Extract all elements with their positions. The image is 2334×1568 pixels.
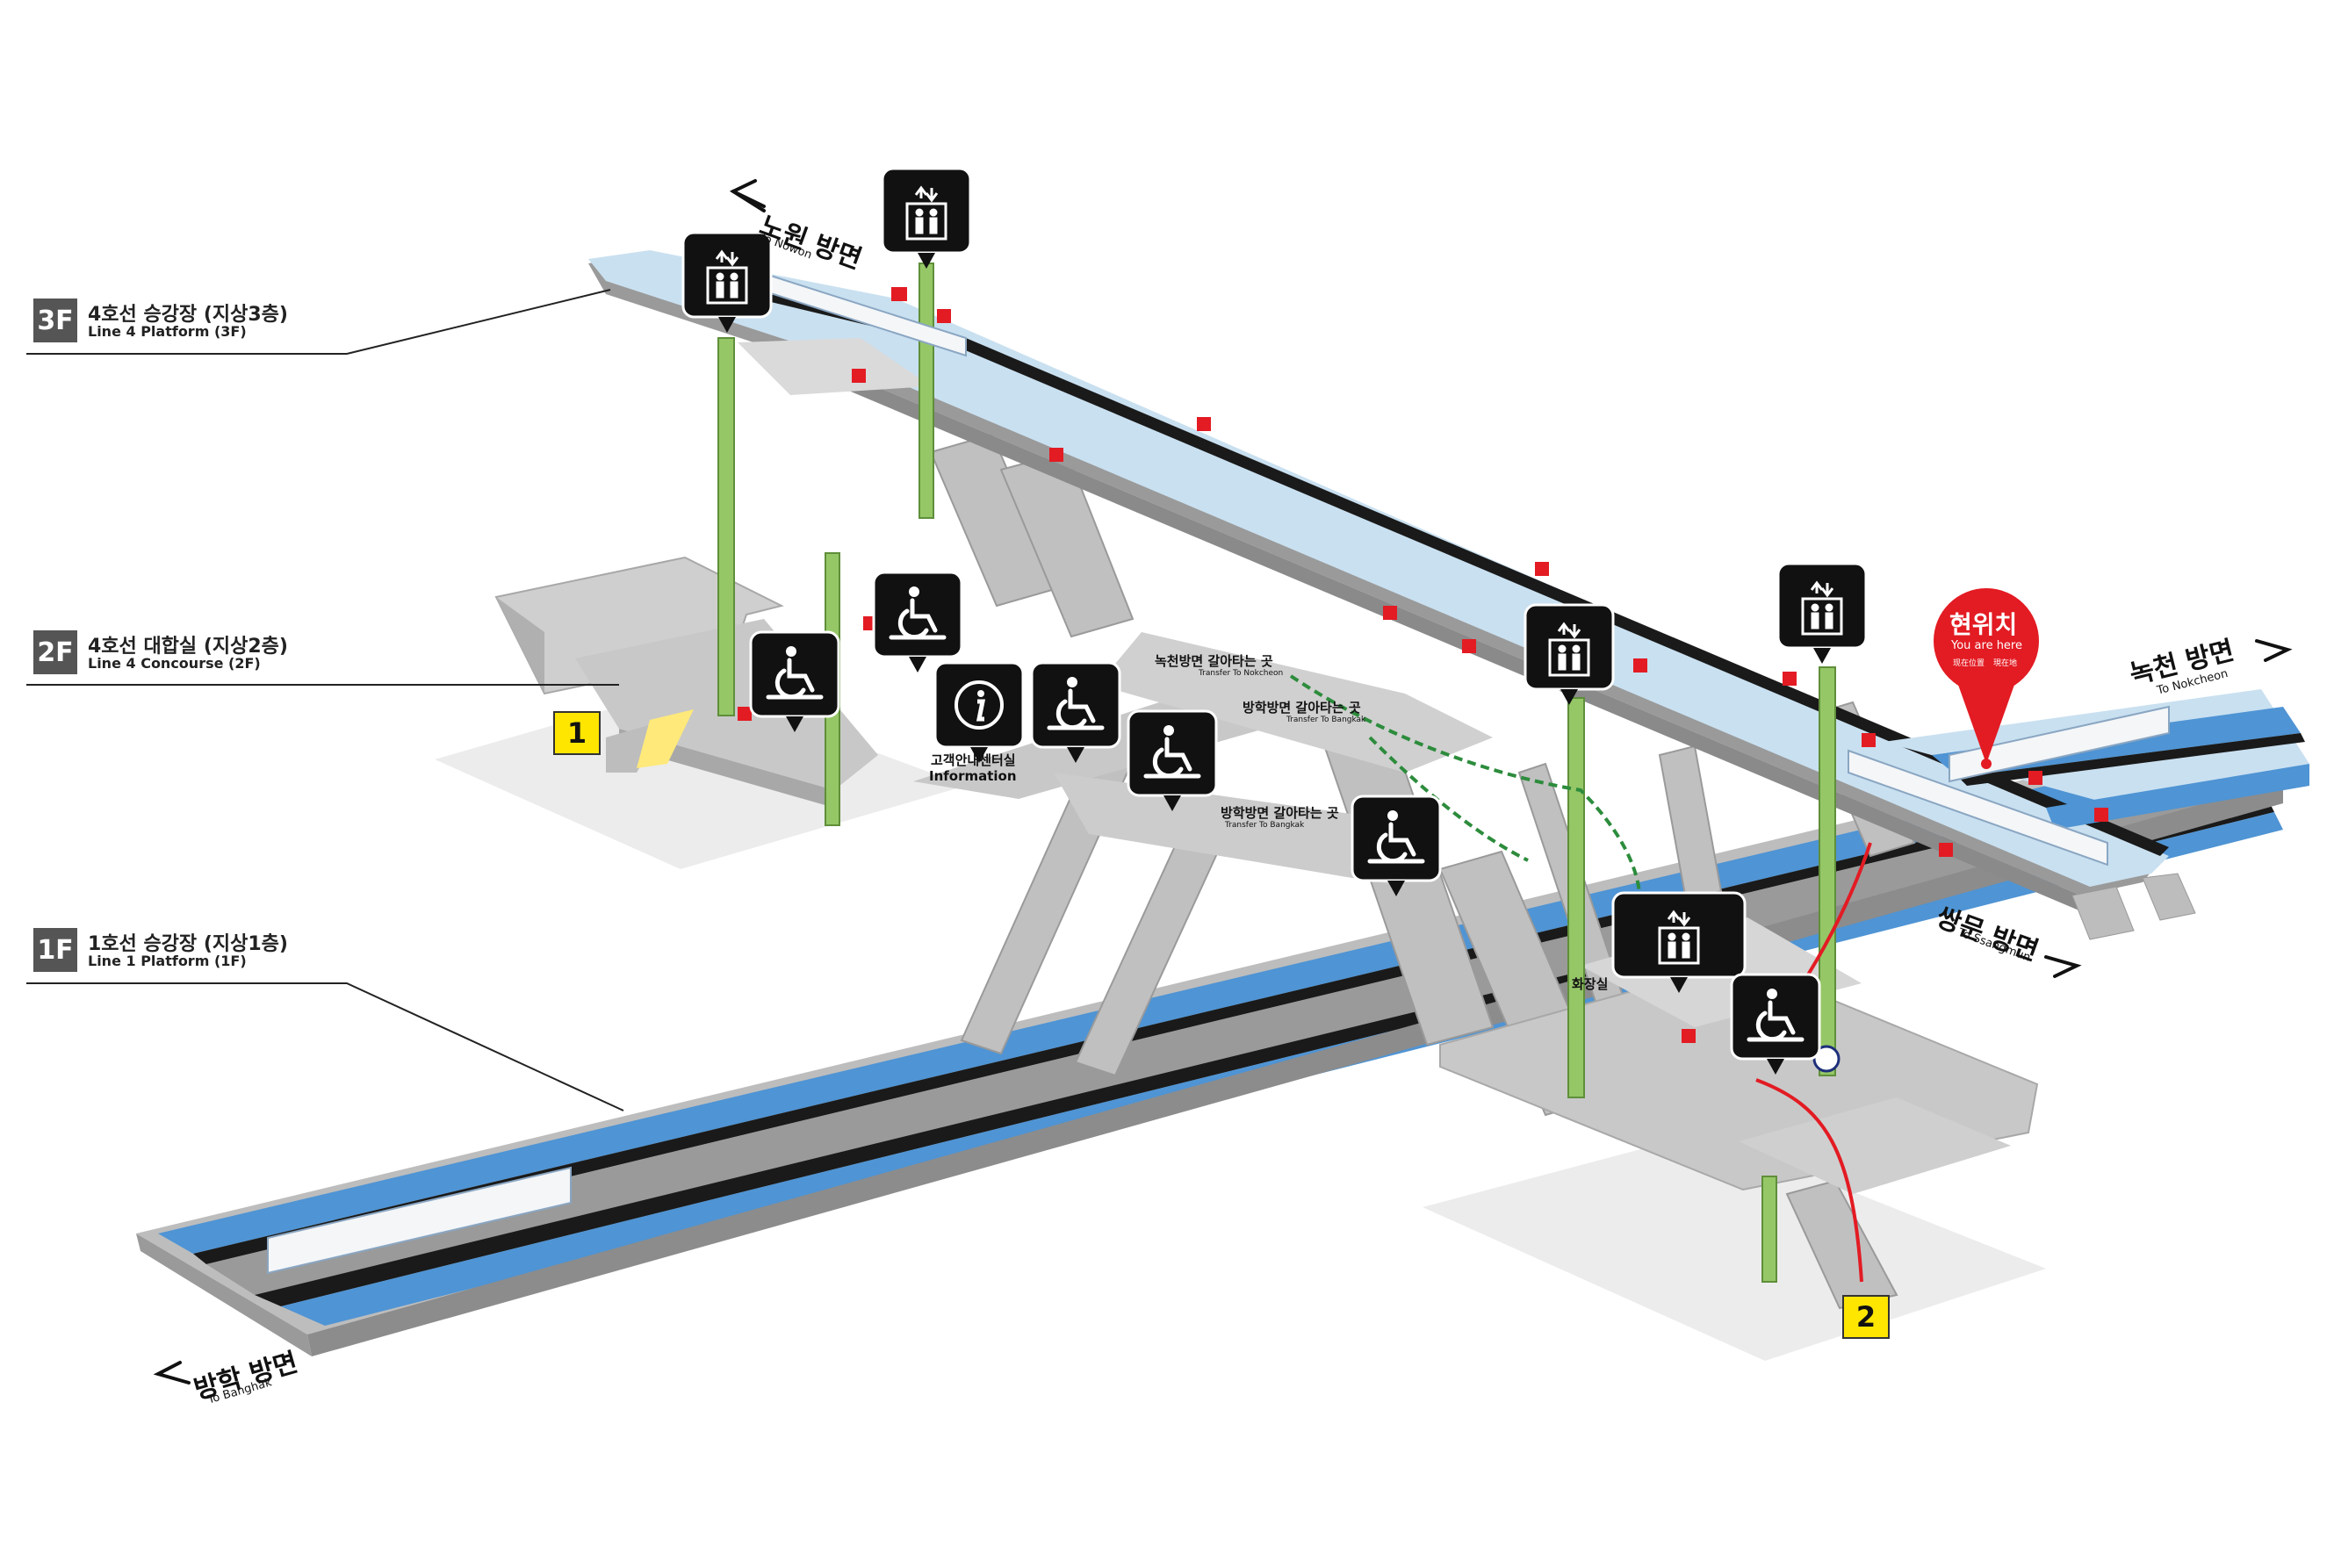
transfer-label-banghak-1: 방학방면 갈아타는 곳 bbox=[1243, 700, 1361, 716]
elevator-icon bbox=[905, 185, 947, 241]
elevator-icon bbox=[1658, 910, 1700, 965]
floor-sub-2f: Line 4 Concourse (2F) bbox=[88, 655, 261, 672]
elevator-marker bbox=[881, 167, 972, 269]
wheelchair-icon bbox=[1047, 677, 1105, 730]
you-are-here-en: You are here bbox=[1951, 639, 2022, 652]
arrow-ssangmun bbox=[2044, 955, 2082, 978]
small-signs bbox=[738, 287, 2108, 1043]
elevator-marker bbox=[1776, 562, 1868, 664]
train-line4-top bbox=[759, 270, 2170, 867]
elevator-marker bbox=[681, 231, 773, 333]
facility-markers bbox=[681, 167, 1868, 1075]
transfer-label-banghak-2-en: Transfer To Bangkak bbox=[1225, 821, 1305, 830]
wheelchair-icon bbox=[1143, 725, 1201, 779]
information-icon bbox=[954, 680, 1004, 730]
line4-platform bbox=[588, 250, 2169, 911]
transfer-label-nokcheon-en: Transfer To Nokcheon bbox=[1199, 669, 1284, 678]
wheelchair-marker bbox=[1351, 795, 1442, 896]
floor-name-3f: 4호선 승강장 (지상3층) bbox=[88, 304, 288, 326]
info-center-label-en: Information bbox=[929, 768, 1017, 784]
floor-name-2f: 4호선 대합실 (지상2층) bbox=[88, 636, 288, 658]
you-are-here-zh: 现在位置 bbox=[1953, 659, 1985, 668]
floor-code-3f: 3F bbox=[33, 298, 77, 342]
you-are-here-title: 현위치 bbox=[1949, 610, 2018, 639]
transfer-label-banghak-1-en: Transfer To Bangkak bbox=[1286, 716, 1366, 724]
wheelchair-icon bbox=[889, 586, 947, 640]
arrow-banghak bbox=[153, 1361, 191, 1385]
wheelchair-lift-marker bbox=[749, 630, 840, 732]
floor-code-1f: 1F bbox=[33, 928, 77, 972]
floor-code-2f: 2F bbox=[33, 630, 77, 674]
wheelchair-lift-icon bbox=[766, 646, 824, 700]
train-line1 bbox=[267, 1166, 572, 1275]
wheelchair-marker bbox=[872, 571, 963, 673]
you-are-here-pin bbox=[1934, 588, 2039, 769]
floor-sub-3f: Line 4 Platform (3F) bbox=[88, 323, 247, 340]
arrow-nowon bbox=[729, 179, 766, 212]
restroom-label: 화장실 bbox=[1572, 976, 1609, 992]
elevator-icon bbox=[1801, 580, 1843, 636]
elevator-marker bbox=[1524, 603, 1615, 705]
transfer-label-nokcheon: 녹천방면 갈아타는 곳 bbox=[1155, 653, 1273, 669]
exit-1-badge: 1 bbox=[553, 711, 601, 755]
floor-sub-1f: Line 1 Platform (1F) bbox=[88, 953, 247, 969]
transfer-label-banghak-2: 방학방면 갈아타는 곳 bbox=[1221, 805, 1339, 821]
wheelchair-icon bbox=[1367, 810, 1425, 864]
elevator-icon bbox=[1548, 622, 1590, 677]
accessible-restroom-marker bbox=[1730, 973, 1821, 1075]
elevator-icon bbox=[706, 249, 748, 305]
platform-end-stairs bbox=[2071, 873, 2196, 940]
arrow-nokcheon bbox=[2255, 639, 2293, 662]
direction-arrows bbox=[153, 179, 2293, 1385]
you-are-here-ja: 現在地 bbox=[1993, 659, 2018, 668]
elevator-marker bbox=[1611, 891, 1747, 993]
wheelchair-marker bbox=[1127, 709, 1218, 811]
floor-leader-lines bbox=[26, 289, 624, 1111]
line1-platform bbox=[136, 733, 2283, 1356]
floor-name-1f: 1호선 승강장 (지상1층) bbox=[88, 933, 288, 955]
accessible-restroom-icon bbox=[1747, 989, 1805, 1042]
information-marker bbox=[933, 661, 1025, 763]
wheelchair-marker bbox=[1030, 661, 1121, 763]
info-center-label: 고객안내센터실 bbox=[931, 752, 1016, 768]
exit-2-badge: 2 bbox=[1842, 1295, 1890, 1339]
